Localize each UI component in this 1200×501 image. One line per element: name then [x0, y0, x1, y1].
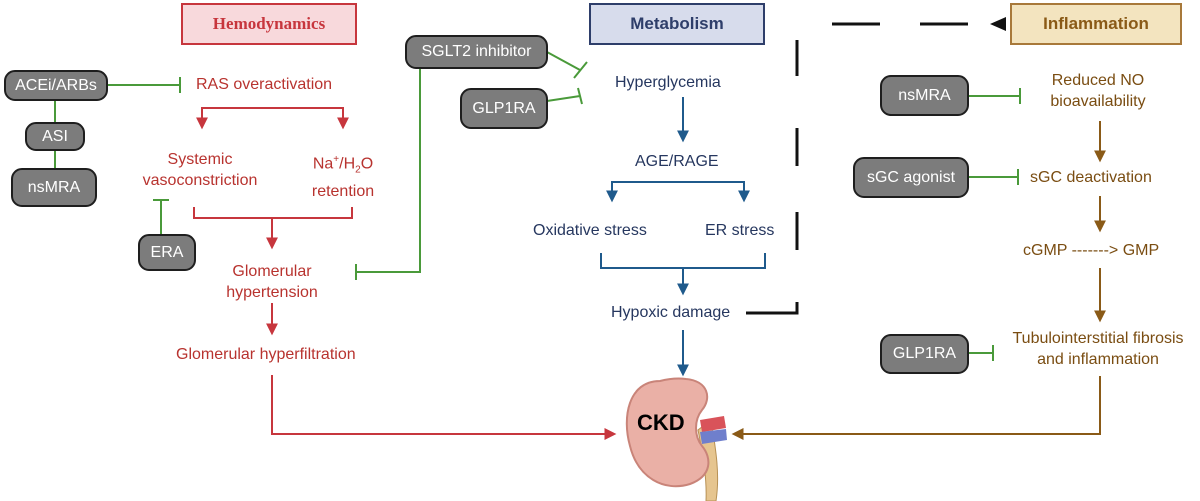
- er-stress: ER stress: [705, 222, 775, 239]
- glomerular-hyperfiltration: Glomerular hyperfiltration: [176, 346, 356, 363]
- merge-bracket-blue: [600, 253, 766, 269]
- inhibit-sglt2-hyperglycemia: [546, 51, 588, 79]
- header-metabolism: Metabolism: [589, 3, 765, 45]
- tubulointerstitial-fibrosis: Tubulointerstitial fibrosis and inflamma…: [1012, 330, 1184, 368]
- header-hemodynamics: Hemodynamics: [181, 3, 357, 45]
- ras-split-arrows: [196, 107, 349, 130]
- hypoxic-damage: Hypoxic damage: [611, 304, 731, 321]
- kidney-illustration: [625, 377, 727, 501]
- drug-glp1ra-top: GLP1RA: [460, 88, 548, 129]
- drug-sgc-agonist: sGC agonist: [853, 157, 969, 198]
- drug-sglt2-inhibitor: SGLT2 inhibitor: [405, 35, 548, 69]
- merge-bracket-red: [193, 207, 353, 219]
- age-rage-split-arrows: [606, 181, 750, 203]
- drug-acei-arbs: ACEi/ARBs: [4, 70, 108, 101]
- inhibit-sglt2-glomerular: [355, 67, 421, 280]
- drug-era: ERA: [138, 234, 196, 271]
- oxidative-stress: Oxidative stress: [533, 222, 647, 239]
- inhibit-era-vasoconstriction: [153, 199, 169, 234]
- header-inflammation: Inflammation: [1010, 3, 1182, 45]
- age-rage: AGE/RAGE: [635, 153, 719, 170]
- glomerular-hypertension: Glomerular hypertension: [226, 263, 318, 301]
- sgc-deactivation: sGC deactivation: [1030, 169, 1152, 186]
- inhibit-nsmra-no: [968, 88, 1021, 104]
- inhibit-glp1ra-hyperglycemia: [546, 87, 583, 105]
- inhibit-sgc-agonist: [969, 169, 1019, 185]
- drug-nsmra-right: nsMRA: [880, 75, 969, 116]
- systemic-vasoconstriction: Systemic vasoconstriction: [142, 151, 258, 189]
- arrow-hyperfiltration-to-ckd: [271, 375, 617, 440]
- ras-overactivation: RAS overactivation: [196, 76, 333, 93]
- drug-glp1ra-bottom: GLP1RA: [880, 334, 969, 374]
- reduced-no-bioavailability: Reduced NO bioavailability: [1050, 72, 1146, 110]
- na-h2o-retention: Na+/H2O retention: [311, 154, 375, 200]
- metabolism-to-inflammation-dashed-link: [746, 22, 968, 315]
- inhibit-glp1ra-tubulo: [969, 345, 994, 361]
- hyperglycemia: Hyperglycemia: [615, 74, 721, 91]
- inhibit-acei-ras: [108, 77, 181, 93]
- drug-asi: ASI: [25, 122, 85, 151]
- cgmp-to-gmp: cGMP -------> GMP: [1023, 242, 1160, 259]
- ckd-label: CKD: [637, 410, 685, 435]
- dashed-arrowhead: [990, 17, 1006, 31]
- drug-nsmra-left: nsMRA: [11, 168, 97, 207]
- arrow-tubulo-to-ckd: [731, 376, 1101, 440]
